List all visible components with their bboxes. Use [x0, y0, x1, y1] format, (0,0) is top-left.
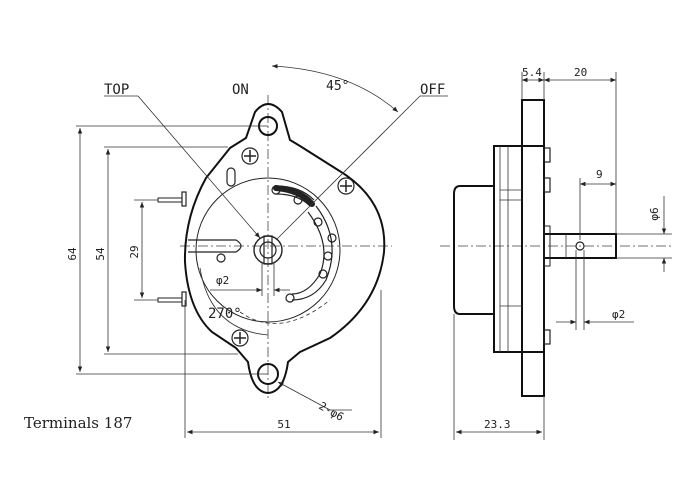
caption-terminals: Terminals 187: [24, 414, 132, 432]
dim-phi2-front: φ2: [216, 274, 229, 287]
side-screw: [543, 147, 551, 163]
dim-holes: 2-φ6: [317, 399, 346, 424]
front-dimensions: 64 54 29 51 φ2 2-φ6: [66, 125, 382, 438]
label-45: 45°: [326, 79, 349, 94]
shaft-inner: [259, 241, 277, 259]
side-dimensions: 5.4 20 9 φ6 φ2 23.3: [453, 66, 672, 440]
leader-off: [275, 95, 421, 241]
dim-9: 9: [596, 168, 603, 181]
dim-23-3: 23.3: [484, 418, 511, 431]
dim-54: 54: [94, 247, 107, 261]
dim-29: 29: [128, 245, 141, 258]
dim-phi2-side: φ2: [612, 308, 625, 321]
terminal-tab-lower: [157, 297, 183, 303]
contact-bead: [318, 269, 328, 279]
side-screw: [543, 177, 551, 193]
angle-annotations: TOP ON OFF 45° 270° Terminals 187: [24, 64, 448, 432]
shaft-flat: [263, 235, 273, 265]
back-cover: [453, 185, 494, 315]
inner-arc: [199, 267, 269, 336]
contact-arc-main-outer: [291, 205, 333, 301]
side-view: [440, 99, 672, 397]
contact-bead: [327, 233, 337, 243]
dim-20: 20: [574, 66, 587, 79]
side-screw: [543, 329, 551, 345]
slot: [226, 167, 236, 187]
dim-phi6: φ6: [648, 207, 661, 220]
label-on: ON: [232, 82, 249, 98]
contact-bead: [271, 185, 281, 195]
contact-arc-top: [275, 185, 315, 201]
shaft-collar: [543, 225, 551, 267]
label-top: TOP: [104, 82, 129, 98]
dim-51: 51: [277, 418, 290, 431]
dim-5-4: 5.4: [522, 66, 542, 79]
leader-holes: [277, 381, 331, 411]
dim-64: 64: [66, 247, 79, 261]
contact-bead: [323, 251, 333, 261]
inner-ring: [195, 177, 341, 323]
contact-bead: [285, 293, 295, 303]
cam-lever: [188, 239, 242, 253]
rotation-270-arc: [239, 299, 331, 324]
screw-top-left: [241, 147, 259, 165]
terminal-upper: [181, 191, 187, 207]
contact-bead: [313, 217, 323, 227]
label-270: 270°: [208, 306, 242, 322]
contact-arc-main-inner: [291, 211, 325, 295]
lever-pin: [216, 253, 226, 263]
contact-bead: [293, 195, 303, 205]
label-off: OFF: [420, 82, 445, 98]
shaft-pin-hole: [575, 241, 585, 251]
leader-top: [137, 95, 261, 239]
terminal-tab-upper: [157, 197, 183, 203]
screw-right: [337, 177, 355, 195]
front-body-outline: [183, 103, 386, 395]
side-body: [493, 145, 545, 353]
angle-45-arc: [271, 64, 399, 113]
screw-bottom: [231, 329, 249, 347]
